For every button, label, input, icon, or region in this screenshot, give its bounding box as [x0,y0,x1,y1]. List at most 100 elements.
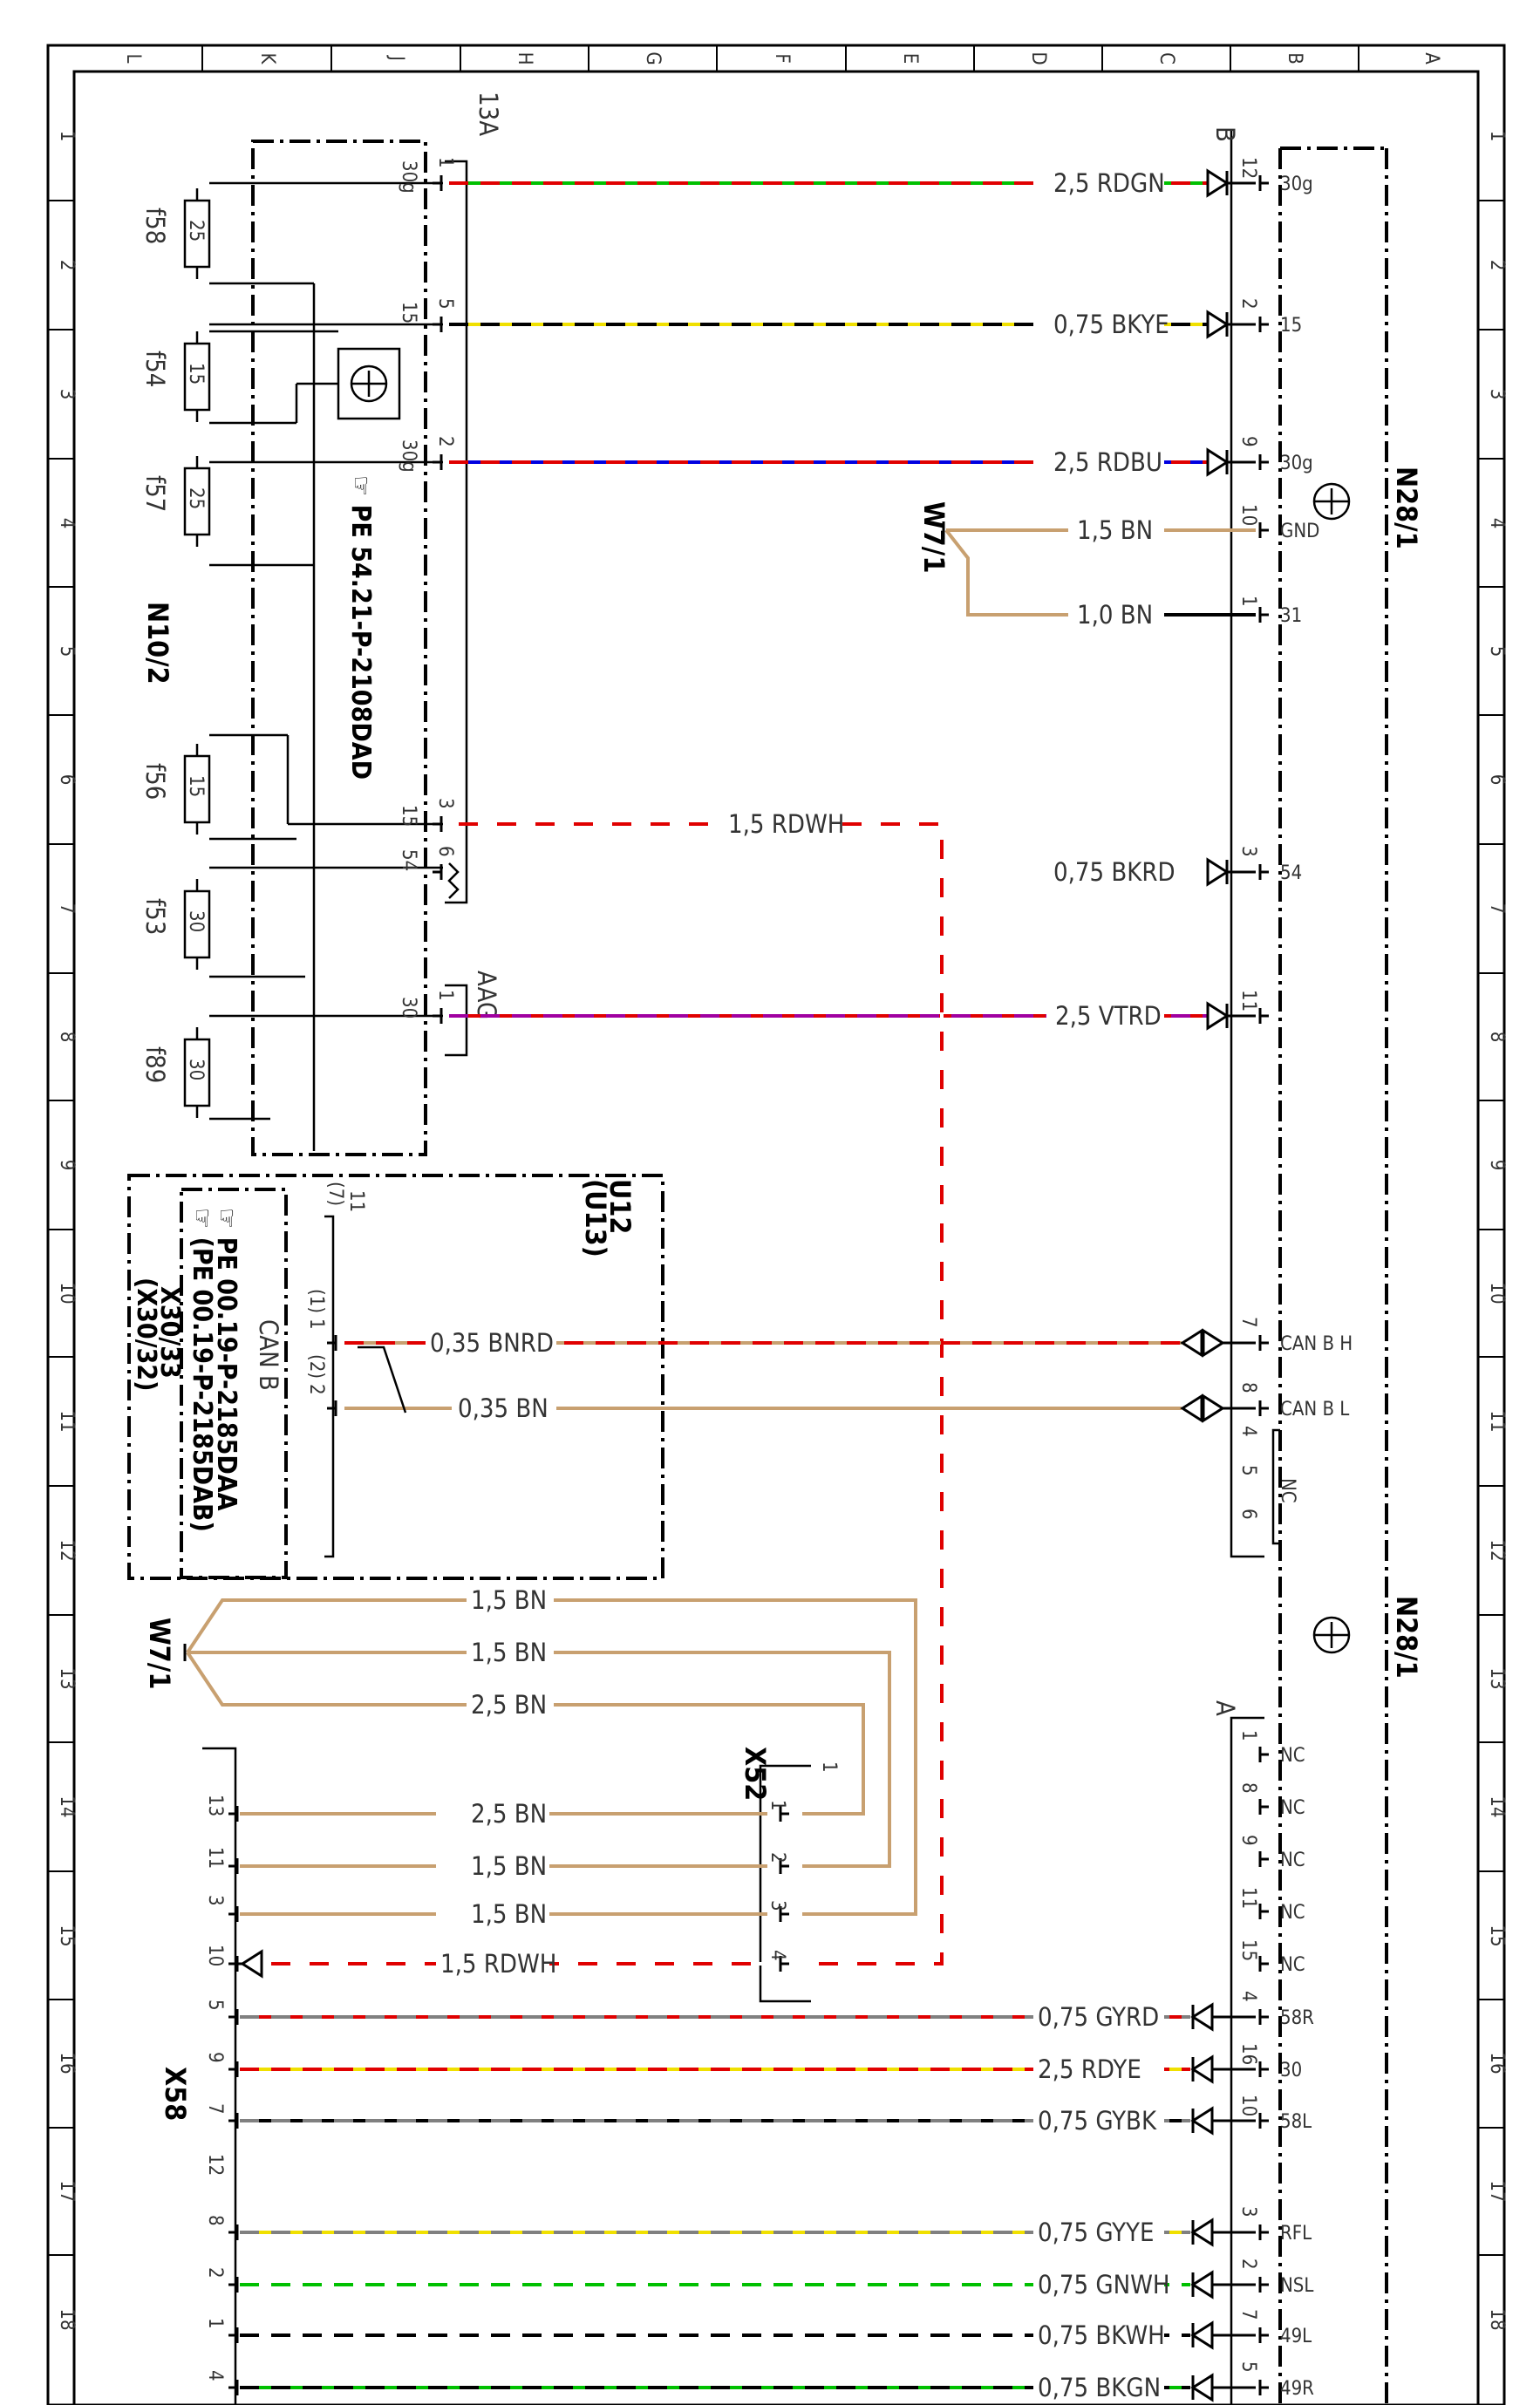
a-pin: 16 [1237,2043,1259,2065]
terminal [433,816,443,832]
arrow-head [1190,2320,1214,2350]
wire-label: 1,5 RDWH [440,1949,556,1979]
row-label: 13 [1486,1667,1508,1689]
x58-pin: 7 [204,2103,226,2115]
label-gap [1033,2001,1164,2033]
row-label: 1 [56,131,78,142]
x52-label: X52 [739,1747,772,1801]
right-pin: 9 [1237,436,1259,447]
connector-13a [445,160,468,904]
col-label: L [122,53,144,63]
label-gap [1033,2269,1164,2300]
row-label: 9 [56,1160,78,1171]
col-label: A [1421,52,1442,65]
right-term: 54 [1280,862,1302,884]
x58-pin: 9 [204,2052,226,2063]
a-term: NC [1280,1797,1305,1819]
row-label: 15 [56,1925,78,1946]
x58-pin: 2 [204,2267,226,2279]
terminal [779,1906,789,1922]
w7-1-label-upper: W7/1 [917,501,951,573]
fuse-name: f57 [140,475,170,512]
row-label: 18 [1486,2308,1508,2330]
arrow-head [240,1949,263,1979]
row-label: 8 [1486,1032,1508,1043]
wire-label: 0,75 BKGN [1038,2373,1161,2402]
label-gap [1068,514,1164,546]
right-pin: 12 [1237,157,1259,179]
left-term: 15 [398,302,419,324]
n10-2-label: N10/2 [141,602,174,685]
terminal [1258,2224,1269,2240]
wire-label: 1,5 BN [471,1585,547,1615]
terminal [228,2327,239,2343]
label-gap [436,1948,549,1979]
terminal [1258,1747,1269,1762]
row-label: 4 [1486,518,1508,529]
row-label: 18 [56,2308,78,2330]
row-label: 10 [1486,1282,1508,1304]
a-term: 58L [1280,2111,1312,2133]
twisted-pair-mark [358,1346,407,1414]
terminal [1258,2009,1269,2025]
row-label: 3 [56,389,78,400]
label-gap [1033,2217,1164,2248]
right-pin: 11 [1237,990,1259,1012]
row-label: 7 [1486,903,1508,915]
label-gap [1033,2320,1164,2351]
right-term: GND [1280,521,1319,542]
left-pin: 1 [434,157,456,168]
terminal [327,1400,337,1416]
terminal [1258,1008,1269,1024]
left-term: 54 [398,849,419,871]
row-label: 3 [1486,389,1508,400]
fuse-rating: 30 [185,1059,207,1080]
a-pin: 15 [1237,1939,1259,1961]
right-pin: 2 [1237,298,1259,310]
x52-pin: 4 [767,1950,788,1961]
right-term: CAN B H [1280,1333,1353,1355]
wire-label: 2,5 RDGN [1053,168,1165,198]
x52-top-pin: 1 [818,1761,840,1773]
row-label: 7 [56,903,78,915]
nc-label: NC [1277,1478,1298,1503]
u12-outline [127,1174,664,1580]
x58-pin: 1 [204,2318,226,2329]
right-term: 30g [1280,174,1313,195]
connector-a-label: A [1210,1700,1240,1716]
wire-label: 1,5 BN [471,1638,547,1667]
n28-1-label-upper: N28/1 [1390,467,1423,549]
fuse-name: f58 [140,208,170,244]
wire-label: 0,75 GNWH [1038,2270,1170,2299]
a-pin: 5 [1237,2361,1259,2373]
note-pe-2108: ☞ PE 54.21-P-2108DAD [345,475,376,780]
right-term: CAN B L [1280,1399,1349,1421]
label-gap [1033,2105,1164,2136]
x58-pin: 12 [204,2154,226,2176]
a-term: 58R [1280,2007,1314,2029]
right-term: 30g [1280,453,1313,474]
wire-label: 1,0 BN [1077,600,1153,630]
u13-label: (U13) [579,1179,612,1257]
left-pin: 3 [434,798,456,809]
terminal [1258,1904,1269,1919]
arrow-head [1190,2270,1214,2299]
row-label: 5 [1486,646,1508,657]
col-label: G [642,51,664,65]
fuse-rating: 25 [185,487,207,509]
terminal [1258,864,1269,880]
a-pin: 3 [1237,2206,1259,2218]
x52-pin: 2 [767,1852,788,1863]
terminal [1258,454,1269,470]
arrow-head [1206,168,1230,198]
arrow-head [1190,2218,1214,2247]
connector-aag-label: AAG [472,971,501,1019]
connector-13a-label: 13A [474,92,503,136]
right-term: 15 [1280,315,1302,337]
row-label: 16 [1486,2052,1508,2074]
wire-label: 2,5 RDBU [1053,447,1162,477]
x58-connector: X58 [159,1747,237,2405]
bidir-arrow [1180,1328,1225,1358]
